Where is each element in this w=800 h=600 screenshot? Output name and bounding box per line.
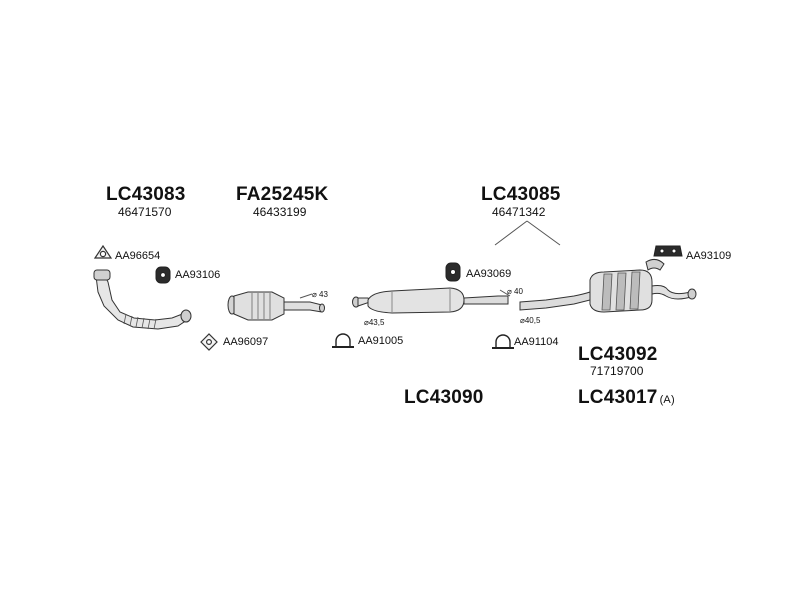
accessory-label-aa93106: AA93106	[175, 269, 221, 281]
diameter-label-43: ⌀ 43	[312, 290, 328, 299]
accessory-label-aa96097: AA96097	[223, 336, 269, 348]
part-code-lc43085: LC43085	[481, 184, 561, 205]
part-code-fa25245k: FA25245K	[236, 184, 329, 205]
gasket-aa96097-icon	[200, 333, 218, 351]
accessory-label-aa91104: AA91104	[514, 336, 559, 348]
clamp-aa91005-icon	[332, 333, 354, 348]
part-code-lc43017: LC43017(A)	[578, 387, 675, 409]
catalytic-converter-fa25245k	[227, 291, 325, 321]
part-number-46471342: 46471342	[492, 205, 546, 219]
part-code-lc43090: LC43090	[404, 387, 484, 408]
part-code-lc43083: LC43083	[106, 184, 186, 205]
accessory-label-aa93109: AA93109	[686, 250, 732, 262]
hanger-aa93106-icon	[155, 266, 171, 284]
diameter-label-43-5: ⌀43,5	[364, 318, 385, 327]
clamp-aa91104-icon	[492, 334, 514, 349]
rear-silencer-lc43092	[519, 258, 697, 313]
part-number-46471570: 46471570	[118, 205, 172, 219]
diameter-label-40-5: ⌀40,5	[520, 316, 541, 325]
hanger-aa93069-icon	[445, 262, 461, 282]
gasket-aa96654-icon	[93, 244, 113, 259]
lc43085-pointer-lines	[494, 220, 561, 246]
part-number-46433199: 46433199	[253, 205, 307, 219]
accessory-label-aa96654: AA96654	[115, 250, 161, 262]
part-code-lc43092: LC43092	[578, 344, 658, 365]
downpipe-lc43083	[93, 269, 192, 330]
middle-silencer-lc43090	[352, 287, 511, 314]
part-code-lc43017-text: LC43017	[578, 387, 658, 408]
accessory-label-aa91005: AA91005	[358, 335, 404, 347]
diameter-label-40: ⌀ 40	[507, 287, 523, 296]
hanger-aa93109-icon	[653, 245, 683, 257]
accessory-label-aa93069: AA93069	[466, 268, 512, 280]
part-code-lc43017-suffix: (A)	[659, 394, 675, 406]
part-number-71719700: 71719700	[590, 364, 644, 378]
